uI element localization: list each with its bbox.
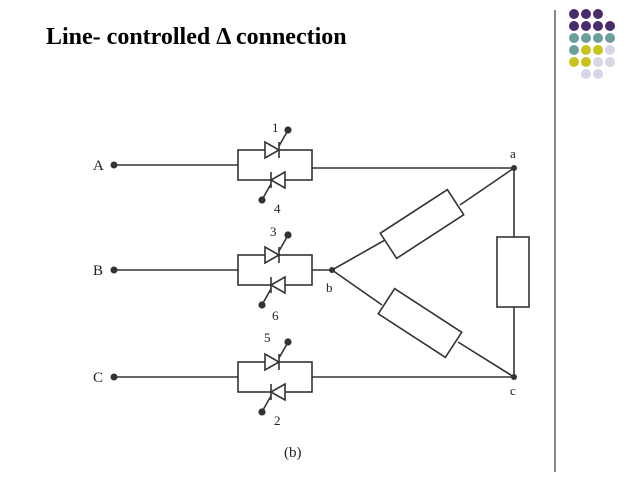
thyristor-label-6: 6 [272,308,279,323]
decorative-dot [593,57,603,67]
terminal-dot-b-line [110,266,118,274]
thyristor-label-1: 1 [272,120,279,135]
thyristor-forward [264,352,281,372]
node-label-c: c [510,383,516,398]
decorative-dot [593,33,603,43]
decorative-dot [569,21,579,31]
slide-title: Line- controlled Δ connection [46,24,347,50]
decorative-dot [569,45,579,55]
thyristor-label-5: 5 [264,330,271,345]
decorative-dot [581,9,591,19]
thyristor-pair-frame [237,361,313,393]
thyristor-label-4: 4 [274,201,281,216]
thyristor-label-2: 2 [274,413,281,428]
decorative-dot [593,9,603,19]
decorative-dot [581,21,591,31]
decorative-dot [569,33,579,43]
node-label-a: a [510,146,516,161]
thyristor-pair-frame [237,149,313,181]
node-dot-a [511,165,517,171]
terminal-dot-a-line [110,161,118,169]
decorative-dot [593,45,603,55]
decorative-dot [605,33,615,43]
node-dot-c [511,374,517,380]
decorative-dot [605,45,615,55]
thyristor-pair-frame [237,254,313,286]
decorative-dot [581,33,591,43]
decorative-dot [581,69,591,79]
gate-terminal-dot [284,231,292,239]
decorative-dot [593,69,603,79]
gate-terminal-dot [284,126,292,134]
thyristor-forward [264,245,281,265]
node-dot-b [329,267,335,273]
decorative-dot [569,57,579,67]
gate-terminal-dot [258,196,266,204]
decorative-divider-line [554,10,556,472]
thyristor-forward [264,140,281,160]
line-label-c: C [93,370,103,386]
line-label-b: B [93,263,103,279]
decorative-dot [581,45,591,55]
thyristor-reverse [269,275,286,295]
line-label-a: A [93,158,104,174]
decorative-dot [593,21,603,31]
decorative-dot [605,57,615,67]
gate-terminal-dot [258,408,266,416]
thyristor-label-3: 3 [270,224,277,239]
terminal-dot-c-line [110,373,118,381]
thyristor-reverse [269,170,286,190]
gate-terminal-dot [258,301,266,309]
decorative-dot [605,21,615,31]
thyristor-reverse [269,382,286,402]
node-label-b: b [326,280,333,295]
decorative-dot [569,9,579,19]
figure-caption: (b) [284,445,302,461]
gate-terminal-dot [284,338,292,346]
decorative-dot [581,57,591,67]
